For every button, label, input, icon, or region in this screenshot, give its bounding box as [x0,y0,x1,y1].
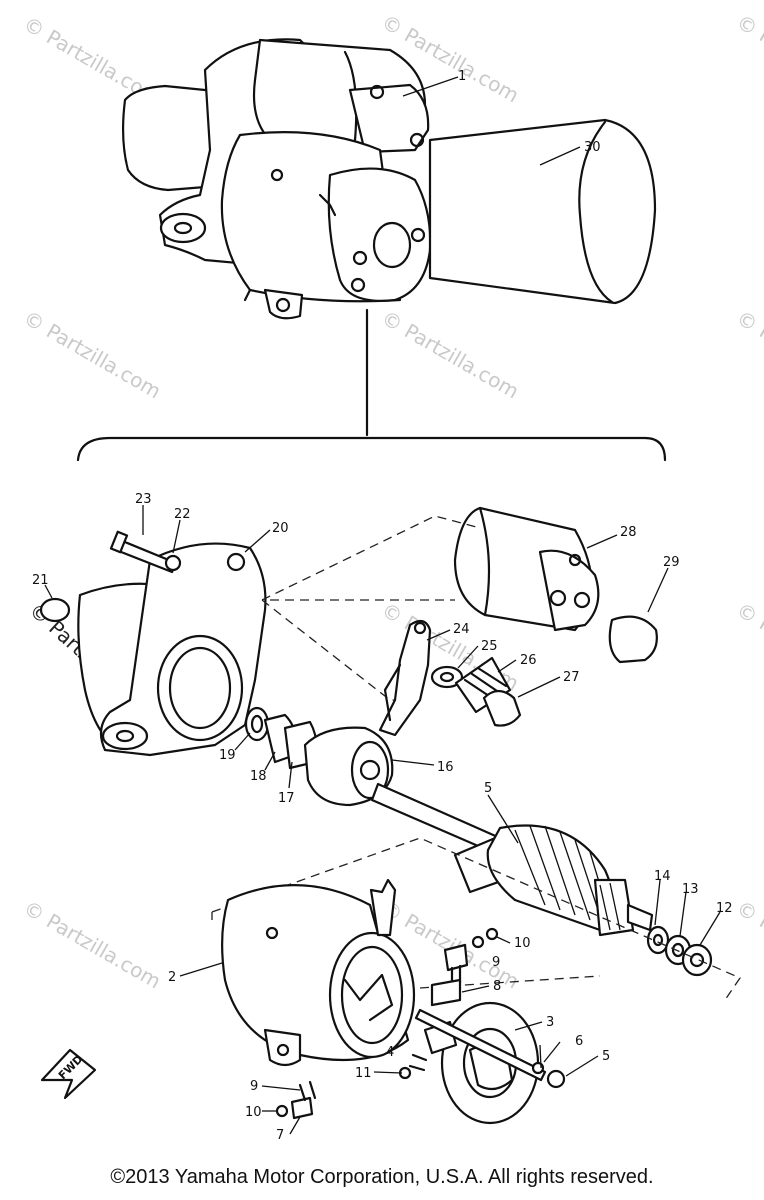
callout-30: 30 [584,140,601,155]
callout-10-top: 10 [514,936,531,951]
drive-housing [39,530,267,757]
callout-28: 28 [620,525,637,540]
callout-7: 7 [276,1128,284,1143]
callout-27: 27 [563,670,580,685]
shift-lever-group [378,619,522,737]
pinion-clutch [244,706,394,807]
callout-4: 4 [386,1045,394,1060]
callout-17: 17 [278,791,295,806]
callout-13: 13 [682,882,699,897]
callout-24: 24 [453,622,470,637]
callout-9-top: 9 [492,955,500,970]
callout-9-bottom: 9 [250,1079,258,1094]
solenoid [453,506,658,664]
armature [370,782,654,937]
yoke [221,878,416,1067]
callout-1: 1 [458,69,466,84]
callout-19: 19 [219,748,236,763]
callout-26: 26 [520,653,537,668]
watermark: © Partzilla.com [733,306,764,404]
callout-5-bolt: 5 [602,1049,610,1064]
callout-6: 6 [575,1034,583,1049]
callout-22: 22 [174,507,191,522]
assembly-guide-lines [261,515,481,701]
callout-25: 25 [481,639,498,654]
watermark: © Partzilla.com [733,10,764,108]
callout-18: 18 [250,769,267,784]
callout-23: 23 [135,492,152,507]
end-cover-brushes [275,927,566,1125]
callout-11: 11 [355,1066,372,1081]
watermark: © Partzilla.com [20,896,166,994]
callout-leaders [44,76,721,1135]
callout-29: 29 [663,555,680,570]
watermark: © Partzilla.com [733,598,764,696]
callout-8: 8 [493,979,501,994]
watermark: © Partzilla.com [733,896,764,994]
callout-5-armature: 5 [484,781,492,796]
callout-2: 2 [168,970,176,985]
callout-numbers: 1 30 23 22 20 21 28 29 24 25 26 27 19 18… [32,69,733,1143]
callout-10-bottom: 10 [245,1105,262,1120]
callout-3: 3 [546,1015,554,1030]
callout-16: 16 [437,760,454,775]
starter-motor-assembly [76,38,667,462]
watermark: © Partzilla.com [20,306,166,404]
callout-14: 14 [654,869,671,884]
forward-direction-arrow: FWD [40,1048,97,1100]
copyright-notice: ©2013 Yamaha Motor Corporation, U.S.A. A… [110,1166,654,1188]
callout-21: 21 [32,573,49,588]
watermark: © Partzilla.com [378,306,524,404]
washers [646,925,713,977]
callout-12: 12 [716,901,733,916]
callout-20: 20 [272,521,289,536]
